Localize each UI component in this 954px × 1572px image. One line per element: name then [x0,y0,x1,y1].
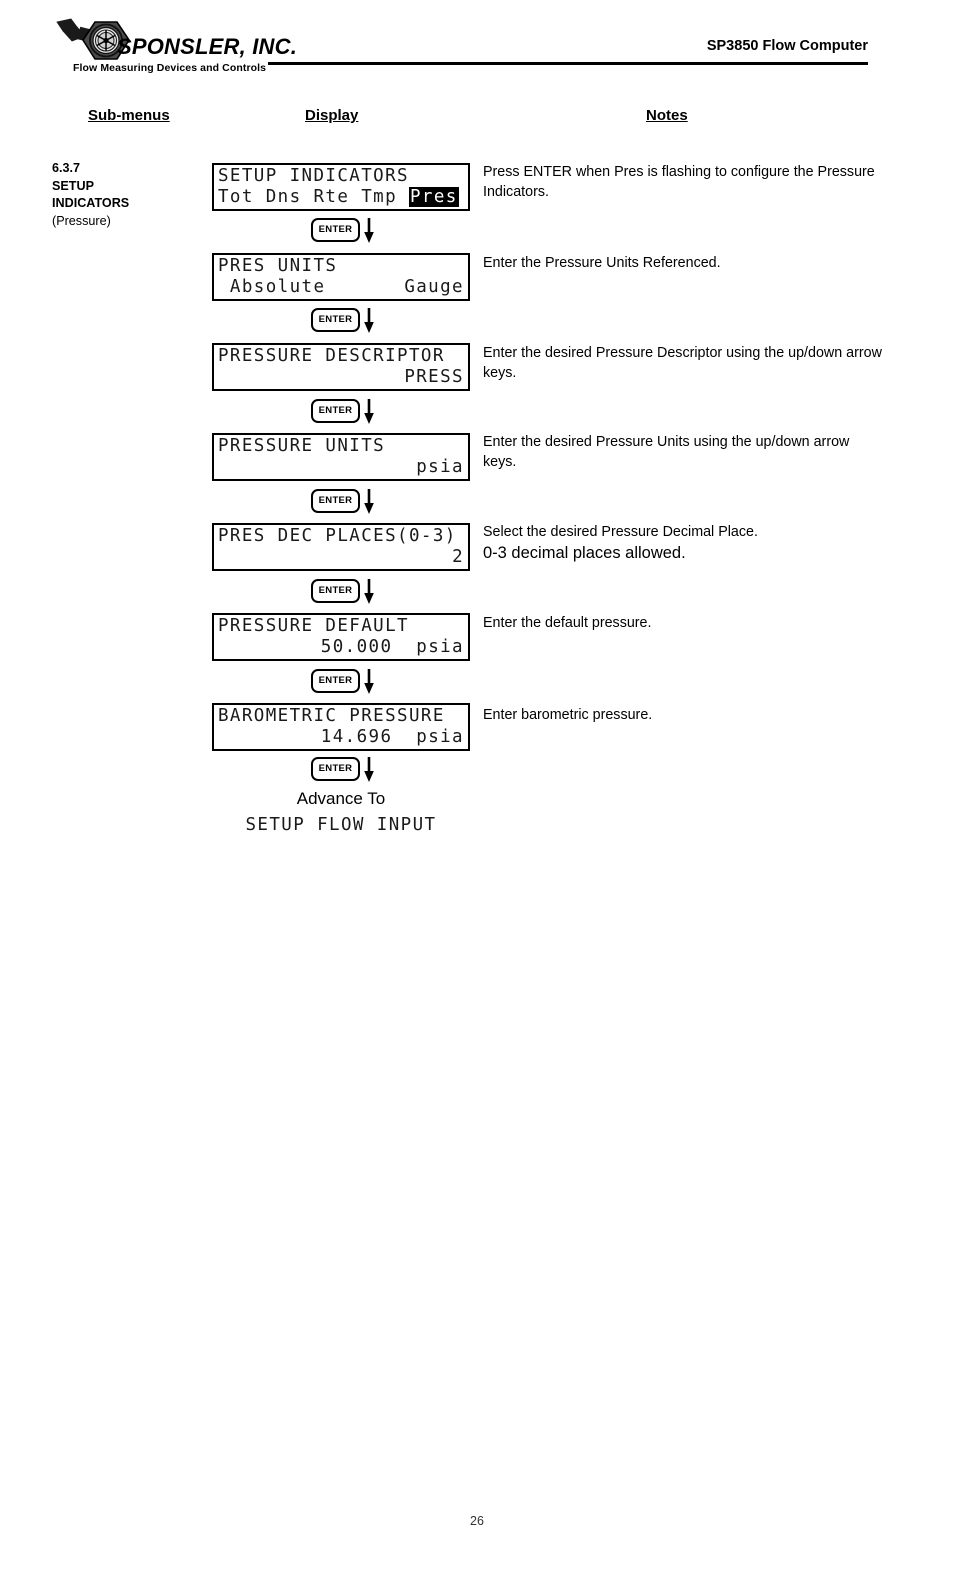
enter-step-3[interactable]: ENTER [311,399,381,427]
lcd-screen-pressure-units: PRESSURE UNITS psia [212,433,470,481]
lcd-menu-options: Tot Dns Rte Tmp [218,187,409,207]
enter-button[interactable]: ENTER [311,218,360,242]
lcd-line-2[interactable]: PRESS [404,367,464,387]
enter-button[interactable]: ENTER [311,669,360,693]
column-heading-display: Display [305,107,359,124]
lcd-screen-pressure-default: PRESSURE DEFAULT 50.000 psia [212,613,470,661]
lcd-line-2: Tot Dns Rte Tmp Pres [218,186,464,208]
note-pres-units: Enter the Pressure Units Referenced. [483,255,721,271]
lcd-option-absolute[interactable]: Absolute [218,277,326,297]
lcd-line-1: PRES UNITS [218,256,338,276]
lcd-screen-pres-dec-places: PRES DEC PLACES(0-3) 2 [212,523,470,571]
note-pres-dec-places: Select the desired Pressure Decimal Plac… [483,522,883,564]
note-pressure-default: Enter the default pressure. [483,615,652,631]
column-heading-submenus: Sub-menus [88,107,170,124]
enter-step-6[interactable]: ENTER [311,669,381,697]
brand-tagline: Flow Measuring Devices and Controls [73,62,267,74]
enter-step-5[interactable]: ENTER [311,579,381,607]
down-arrow-icon [364,308,374,333]
enter-button[interactable]: ENTER [311,579,360,603]
lcd-screen-pres-units: PRES UNITS Absolute Gauge [212,253,470,301]
enter-step-2[interactable]: ENTER [311,308,381,336]
enter-button[interactable]: ENTER [311,308,360,332]
company-logo: SPONSLER, INC. Flow Measuring Devices an… [55,18,298,80]
lcd-selected-option-pres[interactable]: Pres [408,187,459,207]
enter-step-4[interactable]: ENTER [311,489,381,517]
lcd-line-2[interactable]: 50.000 psia [320,637,464,657]
note-setup-indicators: Press ENTER when Pres is flashing to con… [483,164,875,200]
lcd-screen-pressure-descriptor: PRESSURE DESCRIPTOR PRESS [212,343,470,391]
submenu-section-number: 6.3.7 [52,161,81,175]
lcd-option-gauge[interactable]: Gauge [404,277,464,297]
turbine-flowmeter-icon [56,18,130,60]
page-number: 26 [470,1514,484,1528]
page-header: SPONSLER, INC. Flow Measuring Devices an… [0,0,954,92]
lcd-line-1: PRESSURE DESCRIPTOR [218,346,445,366]
header-divider [268,62,868,65]
lcd-line-1: SETUP INDICATORS [218,166,409,186]
lcd-line-1: PRESSURE UNITS [218,436,386,456]
down-arrow-icon [364,669,374,694]
lcd-line-2[interactable]: 14.696 psia [320,727,464,747]
advance-to-label: Advance To [296,789,386,808]
enter-step-7[interactable]: ENTER [311,757,381,785]
down-arrow-icon [364,579,374,604]
submenu-label-block: 6.3.7 SETUP INDICATORS (Pressure) [52,160,202,230]
column-heading-notes: Notes [646,107,688,124]
note-barometric-pressure: Enter barometric pressure. [483,707,653,723]
down-arrow-icon [364,489,374,514]
lcd-line-1: PRES DEC PLACES(0-3) [218,526,457,546]
lcd-line-1: BAROMETRIC PRESSURE [218,706,445,726]
lcd-line-1: PRESSURE DEFAULT [218,616,409,636]
submenu-qualifier: (Pressure) [52,213,111,228]
lcd-line-2[interactable]: 2 [452,547,464,567]
submenu-name-line1: SETUP [52,178,94,193]
note-pressure-units: Enter the desired Pressure Units using t… [483,434,850,470]
advance-to-target: SETUP FLOW INPUT [245,815,437,835]
enter-button[interactable]: ENTER [311,399,360,423]
lcd-screen-setup-indicators: SETUP INDICATORS Tot Dns Rte Tmp Pres [212,163,470,211]
down-arrow-icon [364,757,374,782]
enter-button[interactable]: ENTER [311,757,360,781]
note-line-1: Select the desired Pressure Decimal Plac… [483,524,758,540]
enter-button[interactable]: ENTER [311,489,360,513]
lcd-screen-barometric-pressure: BAROMETRIC PRESSURE 14.696 psia [212,703,470,751]
down-arrow-icon [364,399,374,424]
note-pressure-descriptor: Enter the desired Pressure Descriptor us… [483,345,882,381]
brand-name: SPONSLER, INC. [117,34,298,59]
lcd-line-2[interactable]: psia [416,457,464,477]
lcd-line-2: Absolute Gauge [218,276,464,298]
note-line-2: 0-3 decimal places allowed. [483,544,686,562]
submenu-name-line2: INDICATORS [52,196,130,210]
enter-step-1[interactable]: ENTER [311,218,381,246]
document-title: SP3850 Flow Computer [706,38,868,54]
down-arrow-icon [364,218,374,243]
